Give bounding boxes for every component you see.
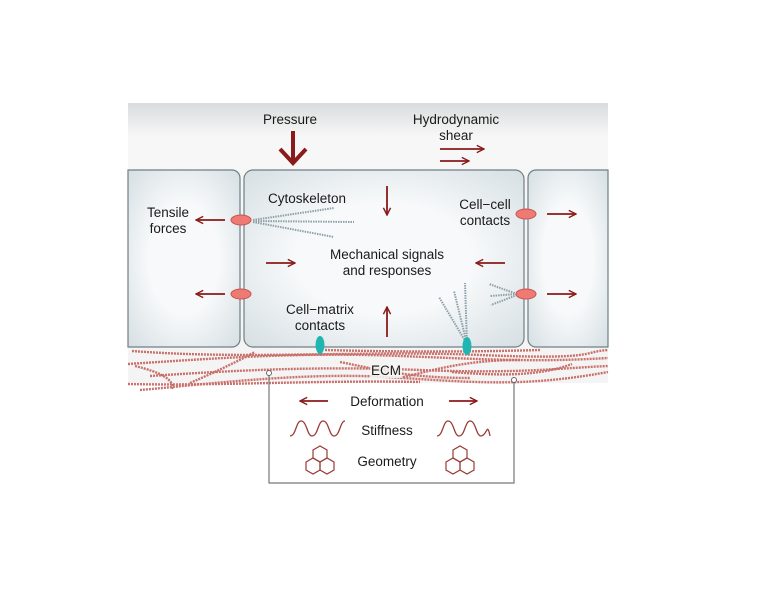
deformation-label: Deformation [350, 394, 424, 409]
cytoskeleton-fibres [252, 207, 518, 345]
ecm-label-backdrop [370, 362, 402, 378]
geometry-hexagon-icon [445, 445, 475, 475]
signals-label-line1: Mechanical signals [330, 247, 444, 262]
pressure-label: Pressure [263, 112, 317, 127]
shear-label-line2: shear [439, 128, 473, 143]
cytoskeleton-label: Cytoskeleton [268, 191, 346, 206]
cell-matrix-contact [315, 336, 325, 354]
shear-label-line1: Hydrodynamic [413, 112, 500, 127]
left-cell [127, 169, 241, 348]
ecm-properties-box [268, 373, 515, 484]
cell-cell-label-line2: contacts [460, 213, 511, 228]
geometry-hexagon-icon [305, 445, 335, 475]
signals-label-line2: and responses [343, 263, 432, 278]
cell-cell-contact [515, 288, 537, 300]
geometry-label: Geometry [357, 454, 417, 469]
stiffness-wave-icon [436, 420, 491, 437]
callout-dot [266, 370, 272, 376]
pressure-arrow-icon [278, 131, 308, 166]
right-cell [527, 169, 609, 348]
cell-matrix-label-line2: contacts [295, 318, 346, 333]
callout-dot [511, 377, 517, 383]
stiffness-label: Stiffness [361, 423, 413, 438]
cell-matrix-label-line1: Cell−matrix [286, 302, 354, 317]
tensile-label-line2: forces [150, 221, 187, 236]
stiffness-wave-icon [289, 420, 346, 437]
cell-cell-contact [230, 214, 252, 226]
cell-cell-label-line1: Cell−cell [459, 197, 510, 212]
center-cell [243, 169, 525, 348]
cell-cell-contact [230, 288, 252, 300]
ecm-label: ECM [371, 363, 401, 378]
cell-matrix-contact [462, 337, 472, 355]
tensile-label-line1: Tensile [147, 205, 189, 220]
cell-cell-contact [515, 208, 537, 220]
